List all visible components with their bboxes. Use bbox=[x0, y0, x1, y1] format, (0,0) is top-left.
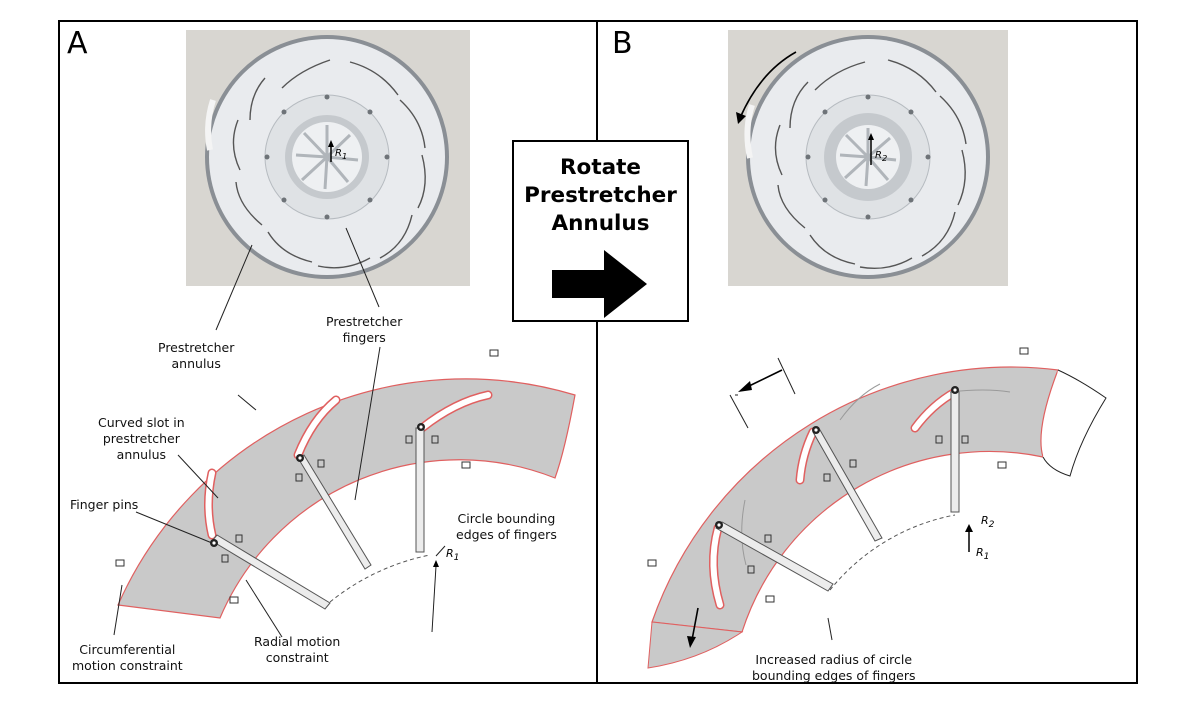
label-circle-bounding: Circle bounding edges of fingers bbox=[456, 511, 557, 542]
label-prestretcher-fingers: Prestretcher fingers bbox=[326, 314, 403, 345]
photo-b-r2-label: R2 bbox=[875, 150, 888, 163]
panel-b-letter: B bbox=[612, 26, 633, 61]
label-r1-a: R1 bbox=[446, 547, 460, 564]
label-increased-radius: Increased radius of circle bounding edge… bbox=[752, 652, 916, 683]
device-photo-b bbox=[736, 35, 990, 279]
annulus-b bbox=[647, 347, 1107, 669]
label-prestretcher-annulus: Prestretcher annulus bbox=[158, 340, 235, 371]
label-r1-b: R1 bbox=[976, 546, 990, 563]
label-r2-b: R2 bbox=[981, 514, 995, 531]
device-photo-a bbox=[205, 35, 449, 279]
right-arrow-icon bbox=[552, 250, 647, 318]
callout-text: Rotate Prestretcher Annulus bbox=[524, 155, 677, 236]
label-curved-slot: Curved slot in prestretcher annulus bbox=[98, 415, 185, 462]
label-circumferential: Circumferential motion constraint bbox=[72, 642, 183, 673]
figure-frame bbox=[58, 20, 1138, 684]
panel-a-letter: A bbox=[67, 26, 88, 61]
panel-divider bbox=[596, 20, 598, 684]
label-radial: Radial motion constraint bbox=[254, 634, 341, 665]
label-finger-pins: Finger pins bbox=[70, 497, 139, 512]
rotate-callout: Rotate Prestretcher Annulus bbox=[512, 140, 689, 322]
annulus-a bbox=[113, 227, 576, 638]
photo-a-r1-label: R1 bbox=[335, 148, 348, 161]
